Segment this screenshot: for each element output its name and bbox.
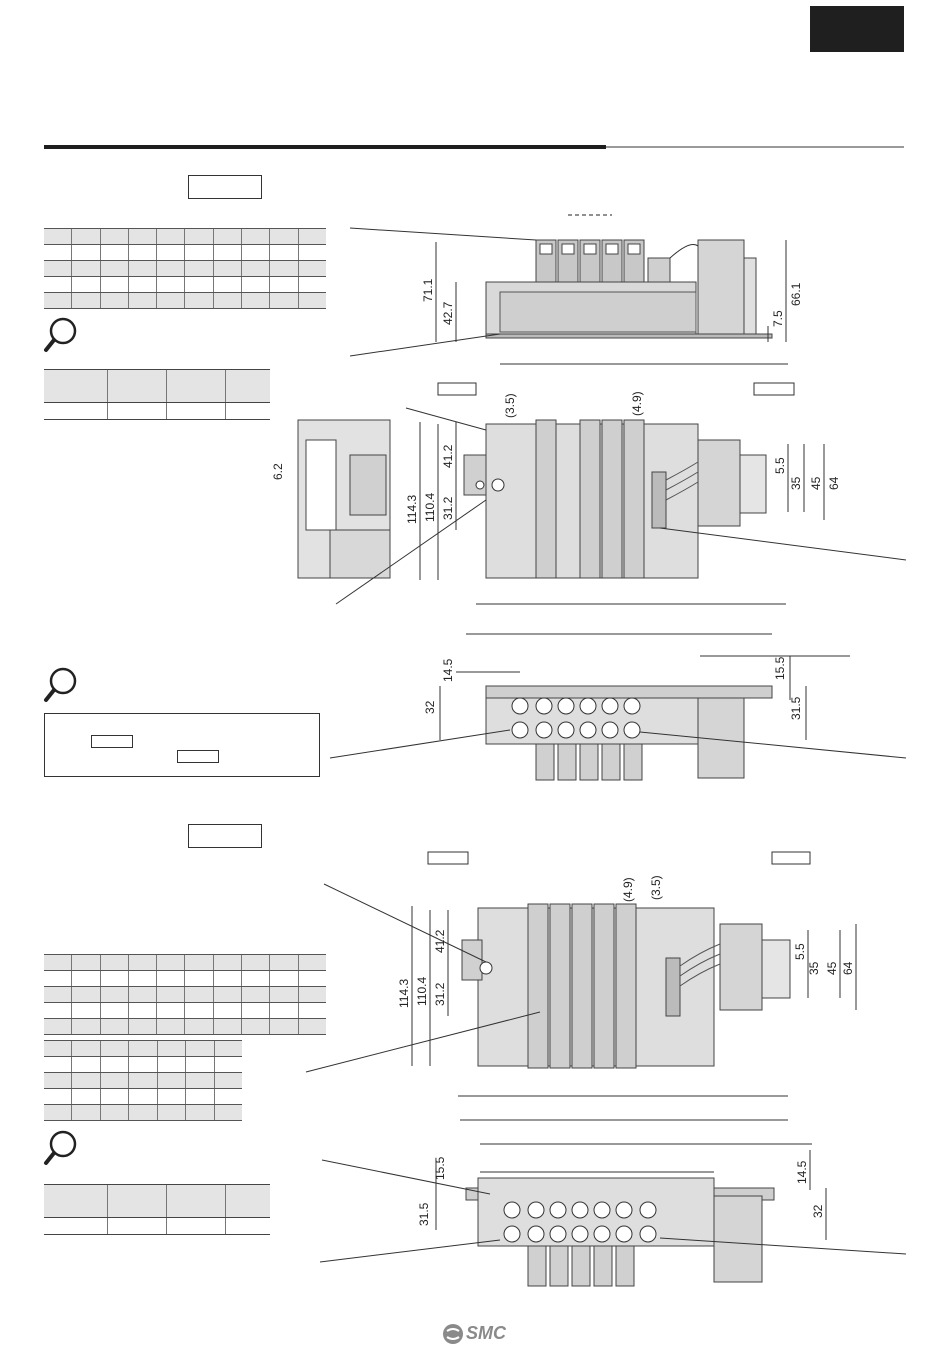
table-row xyxy=(44,244,326,261)
front-view-a: 71.1 42.7 7.5 66.1 xyxy=(349,214,803,365)
note-ref-box xyxy=(177,750,219,763)
section-b-label-box xyxy=(188,824,262,848)
dimension-table-b xyxy=(44,954,326,1035)
table-row xyxy=(44,369,270,403)
mini-table-b xyxy=(44,1184,270,1235)
mini-table-a xyxy=(44,369,270,420)
table-row xyxy=(44,1072,242,1089)
dimension-table-a xyxy=(44,228,326,309)
table-row xyxy=(44,954,326,971)
dim-label: 14.5 xyxy=(795,1160,809,1184)
section-rule xyxy=(44,145,606,149)
section-a-label-box xyxy=(188,175,262,199)
dim-label: 15.5 xyxy=(433,1156,447,1180)
table-row xyxy=(44,1184,270,1218)
dim-label: 66.1 xyxy=(789,282,803,306)
plan-view-a: (3.5) (4.9) 6.2 41.2 31.2 110.4 114.3 5.… xyxy=(271,382,907,635)
dim-label: 5.5 xyxy=(793,943,807,960)
magnifier-icon xyxy=(44,317,77,352)
table-row xyxy=(44,1056,242,1073)
dim-label: 31.5 xyxy=(417,1202,431,1226)
dim-label: 6.2 xyxy=(271,463,285,480)
table-row xyxy=(44,1040,242,1057)
table-row xyxy=(44,1088,242,1105)
dim-label: 32 xyxy=(811,1204,825,1218)
smc-logo: SMC xyxy=(442,1322,512,1346)
dim-label: (3.5) xyxy=(649,875,663,900)
bottom-view-b: 15.5 31.5 14.5 32 xyxy=(319,1143,907,1287)
note-box xyxy=(44,713,320,777)
section-rule-light xyxy=(606,146,904,148)
dim-label: (4.9) xyxy=(630,391,644,416)
dim-label: 32 xyxy=(423,700,437,714)
dim-label: 114.3 xyxy=(397,979,411,1008)
table-row xyxy=(44,970,326,987)
dim-label: (3.5) xyxy=(503,393,517,418)
dim-label: 5.5 xyxy=(773,457,787,474)
dim-label: 114.3 xyxy=(405,495,419,524)
dim-label: 41.2 xyxy=(441,444,455,468)
table-row xyxy=(44,1217,270,1235)
dim-label: 41.2 xyxy=(433,929,447,953)
dim-label: 31.2 xyxy=(441,496,455,520)
dim-label: 7.5 xyxy=(771,310,785,327)
corner-tab xyxy=(810,6,904,52)
dim-label: 71.1 xyxy=(421,278,435,302)
dim-label: 64 xyxy=(827,476,841,490)
table-row xyxy=(44,292,326,309)
dim-label: 35 xyxy=(807,961,821,975)
plan-view-b: (4.9) (3.5) 41.2 31.2 110.4 114.3 5.5 35… xyxy=(305,851,857,1121)
dim-label: 42.7 xyxy=(441,301,455,325)
table-row xyxy=(44,402,270,420)
dimension-table-c xyxy=(44,1040,242,1121)
table-row xyxy=(44,986,326,1003)
bottom-view-a: 14.5 32 15.5 31.5 xyxy=(329,655,907,781)
dim-label: 64 xyxy=(841,961,855,975)
dim-label: 110.4 xyxy=(423,493,437,522)
dim-label: 110.4 xyxy=(415,977,429,1006)
smc-logo-text: SMC xyxy=(466,1323,506,1343)
magnifier-icon xyxy=(44,667,77,702)
dim-label: 15.5 xyxy=(773,656,787,680)
dim-label: 45 xyxy=(809,476,823,490)
dim-label: 14.5 xyxy=(441,658,455,682)
dim-label: 31.5 xyxy=(789,696,803,720)
magnifier-icon xyxy=(44,1130,77,1165)
table-row xyxy=(44,1002,326,1019)
smc-logo-icon xyxy=(443,1324,463,1344)
dim-label: 31.2 xyxy=(433,982,447,1006)
dim-label: 45 xyxy=(825,961,839,975)
dim-label: 35 xyxy=(789,476,803,490)
dim-label: (4.9) xyxy=(621,877,635,902)
table-row xyxy=(44,1018,326,1035)
note-ref-box xyxy=(91,735,133,748)
table-row xyxy=(44,1104,242,1121)
